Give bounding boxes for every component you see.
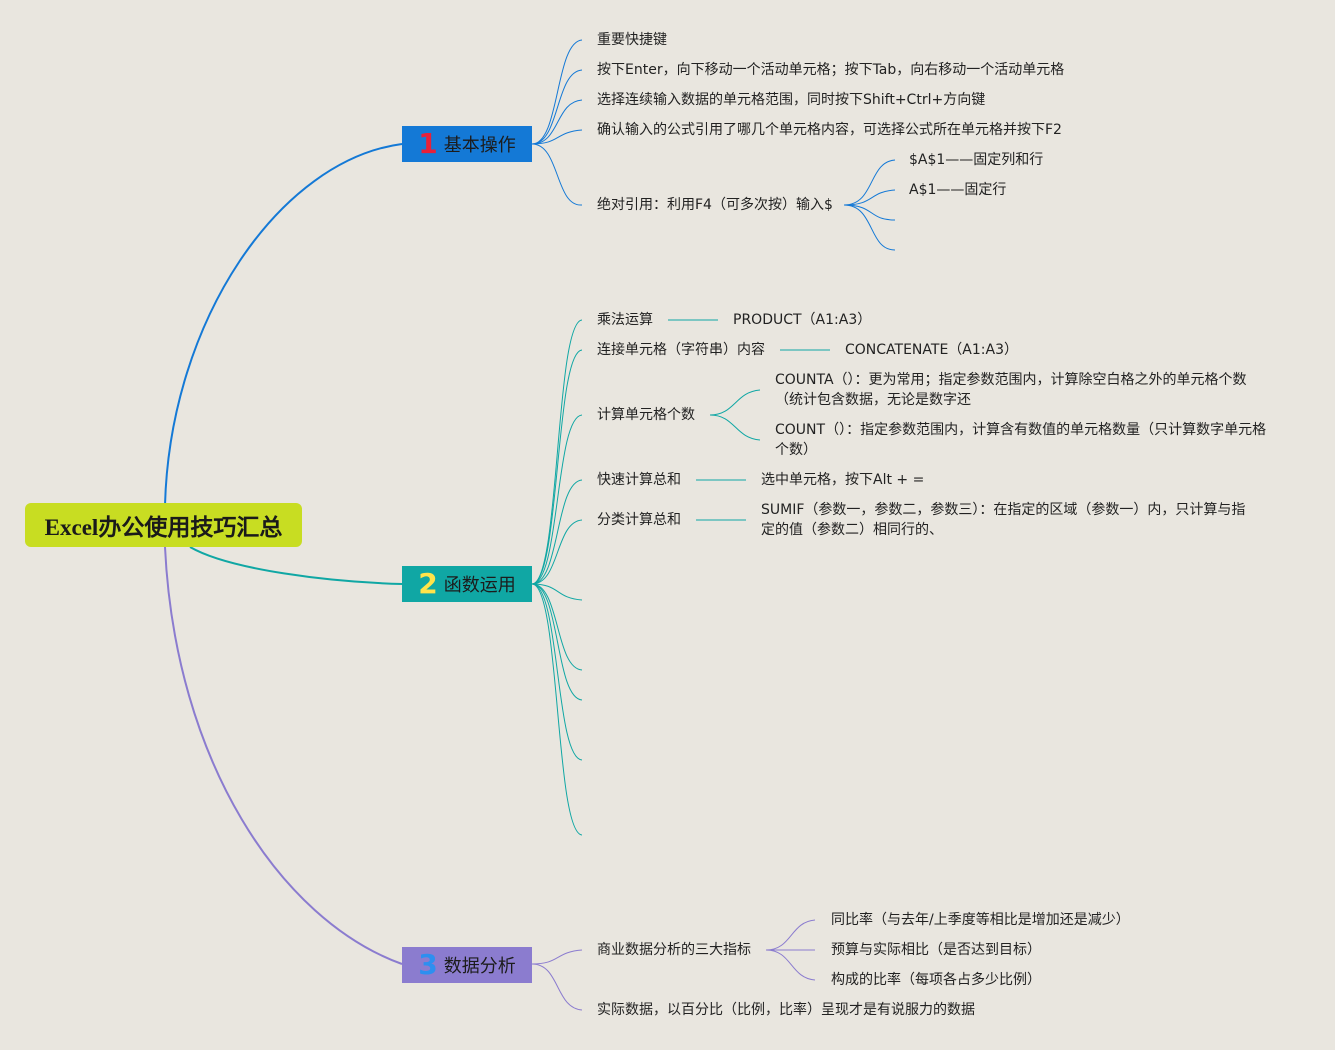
topic-select-range[interactable]: 选择连续输入数据的单元格范围，同时按下Shift+Ctrl+方向键 xyxy=(597,92,986,108)
branch-label: 数据分析 xyxy=(443,956,516,977)
topic-multiply[interactable]: 乘法运算 xyxy=(597,312,653,328)
topic-quick-sum[interactable]: 快速计算总和 xyxy=(597,472,681,488)
branch-label: 函数运用 xyxy=(443,575,516,596)
topic-counta[interactable]: COUNTA（）：更为常用；指定参数范围内，计算除空白格之外的单元格个数（统计包… xyxy=(775,372,1247,408)
b3-fan xyxy=(531,919,816,1011)
connector-root-b1 xyxy=(164,143,403,506)
topic-percentage-data[interactable]: 实际数据，以百分比（比例，比率）呈现才是有说服力的数据 xyxy=(597,1002,975,1018)
branch-data-analysis[interactable]: 3 数据分析 xyxy=(402,947,532,983)
topic-abs-col-row[interactable]: $A$1——固定列和行 xyxy=(909,152,1044,168)
topic-abs-row[interactable]: A$1——固定行 xyxy=(909,182,1007,198)
topic-budget-actual[interactable]: 预算与实际相比（是否达到目标） xyxy=(831,942,1041,958)
branch-number: 2 xyxy=(418,567,438,600)
topic-count[interactable]: COUNT（）：指定参数范围内，计算含有数值的单元格数量（只计算数字单元格个数） xyxy=(775,422,1267,458)
topic-yoy[interactable]: 同比率（与去年/上季度等相比是增加还是减少） xyxy=(831,912,1130,928)
topic-sumif[interactable]: SUMIF（参数一，参数二，参数三）：在指定的区域（参数一）内，只计算与指定的值… xyxy=(761,502,1246,538)
b2-fan xyxy=(531,319,830,836)
root-topic[interactable]: Excel办公使用技巧汇总 xyxy=(25,503,302,547)
topic-composition[interactable]: 构成的比率（每项各占多少比例） xyxy=(831,972,1041,988)
topic-f2[interactable]: 确认输入的公式引用了哪几个单元格内容，可选择公式所在单元格并按下F2 xyxy=(597,122,1062,138)
topic-three-metrics[interactable]: 商业数据分析的三大指标 xyxy=(597,942,751,958)
topic-shortcuts[interactable]: 重要快捷键 xyxy=(597,32,667,48)
topic-category-sum[interactable]: 分类计算总和 xyxy=(597,512,681,528)
branch-label: 基本操作 xyxy=(443,135,516,156)
topic-concatenate[interactable]: CONCATENATE（A1:A3） xyxy=(845,342,1018,358)
branch-functions[interactable]: 2 函数运用 xyxy=(402,566,532,602)
branch-number: 3 xyxy=(418,948,438,981)
topic-alt-equals[interactable]: 选中单元格，按下Alt + = xyxy=(761,472,925,488)
topic-absolute-ref[interactable]: 绝对引用：利用F4（可多次按）输入$ xyxy=(597,197,833,213)
topic-product[interactable]: PRODUCT（A1:A3） xyxy=(733,312,872,328)
connector-root-b2 xyxy=(189,546,403,585)
b1-fan xyxy=(531,39,896,251)
topic-concat-cells[interactable]: 连接单元格（字符串）内容 xyxy=(597,342,765,358)
topic-count-cells[interactable]: 计算单元格个数 xyxy=(597,407,695,423)
branch-number: 1 xyxy=(418,127,438,160)
connector-root-b3 xyxy=(164,546,403,965)
topic-enter-tab[interactable]: 按下Enter，向下移动一个活动单元格；按下Tab，向右移动一个活动单元格 xyxy=(597,62,1065,78)
branch-basic-operations[interactable]: 1 基本操作 xyxy=(402,126,532,162)
